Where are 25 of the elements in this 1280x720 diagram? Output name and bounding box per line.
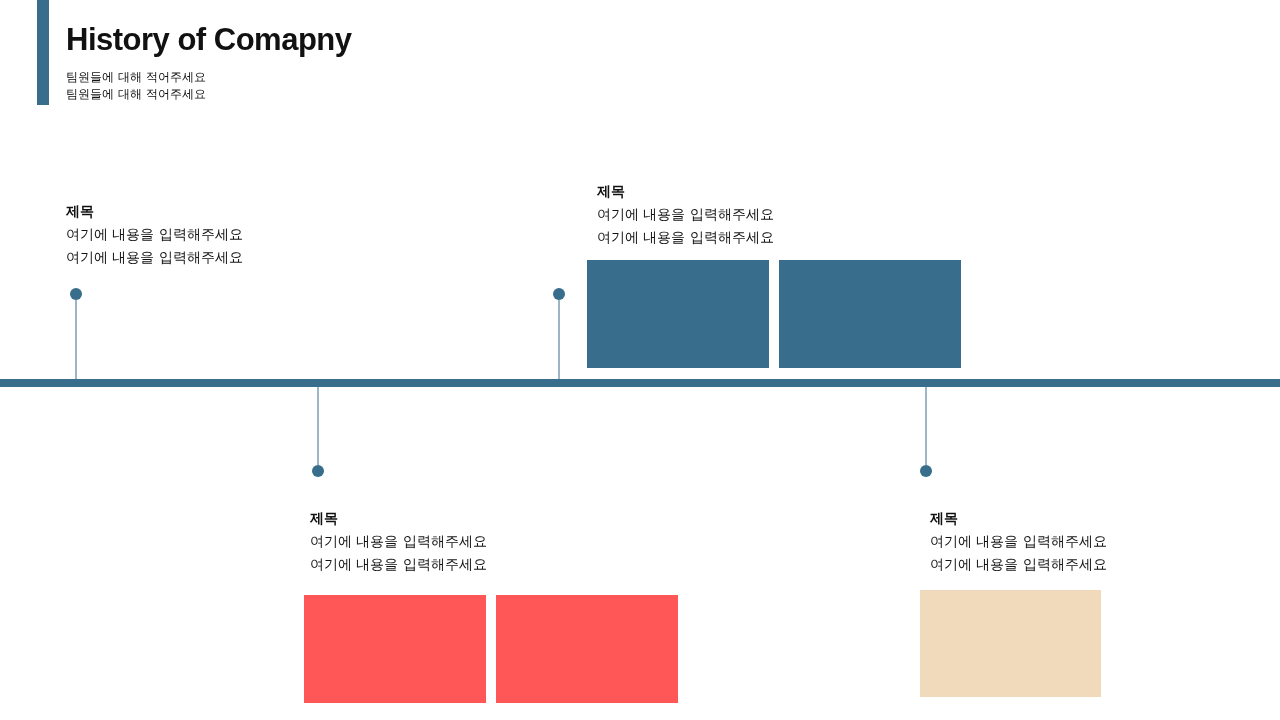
image-placeholder — [304, 595, 486, 703]
connector-line — [925, 386, 927, 466]
event-heading: 제목 — [930, 509, 959, 528]
timeline-dot — [312, 465, 324, 477]
timeline-dot — [553, 288, 565, 300]
image-placeholder — [587, 260, 769, 368]
timeline-bar — [0, 379, 1280, 387]
timeline-dot — [920, 465, 932, 477]
event-heading: 제목 — [597, 182, 626, 201]
event-heading: 제목 — [66, 202, 95, 221]
image-placeholder — [496, 595, 678, 703]
image-placeholder — [779, 260, 961, 368]
connector-line — [75, 299, 77, 380]
timeline-dot — [70, 288, 82, 300]
subtitle-text: 팀원들에 대해 적어주세요 — [66, 69, 206, 85]
event-heading: 제목 — [310, 509, 339, 528]
event-description: 여기에 내용을 입력해주세요 여기에 내용을 입력해주세요 — [310, 532, 488, 574]
event-description: 여기에 내용을 입력해주세요 여기에 내용을 입력해주세요 — [66, 225, 244, 267]
image-placeholder — [920, 590, 1101, 697]
event-description: 여기에 내용을 입력해주세요 여기에 내용을 입력해주세요 — [597, 205, 775, 247]
connector-line — [558, 299, 560, 380]
event-description: 여기에 내용을 입력해주세요 여기에 내용을 입력해주세요 — [930, 532, 1108, 574]
subtitle-text: 팀원들에 대해 적어주세요 — [66, 86, 206, 102]
connector-line — [317, 386, 319, 466]
title: History of Comapny — [66, 22, 352, 58]
